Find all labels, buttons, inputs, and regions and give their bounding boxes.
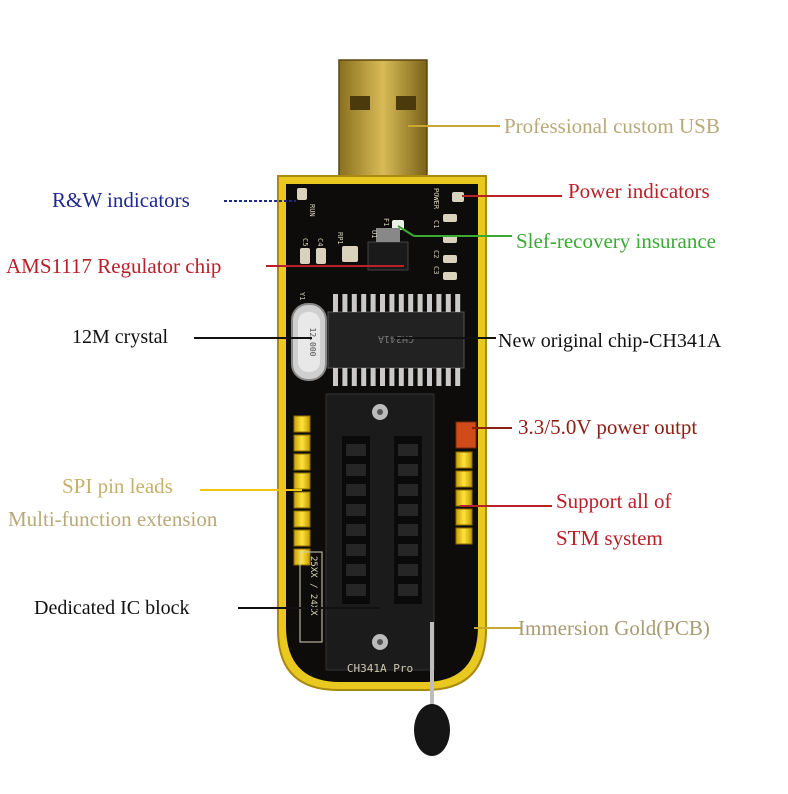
header-pin bbox=[293, 415, 311, 433]
chip-pin bbox=[417, 294, 423, 312]
chip-pin bbox=[398, 368, 404, 386]
socket-slot bbox=[346, 524, 366, 536]
socket-marking-text: 25XX / 24XX bbox=[308, 556, 318, 616]
socket-slot bbox=[346, 544, 366, 556]
socket-slot bbox=[398, 564, 418, 576]
socket-slot bbox=[398, 544, 418, 556]
silk-f1: F1 bbox=[382, 218, 390, 226]
label-gold: Immersion Gold(PCB) bbox=[518, 616, 710, 640]
label-stm-line2: STM system bbox=[556, 526, 663, 550]
header-pin bbox=[293, 472, 311, 490]
header-pin bbox=[293, 529, 311, 547]
socket-slot bbox=[398, 584, 418, 596]
header-pin bbox=[293, 453, 311, 471]
chip-pin bbox=[417, 368, 423, 386]
stm-header-pins bbox=[455, 451, 473, 545]
silk-c2: C2 bbox=[432, 250, 440, 258]
socket-slot bbox=[346, 484, 366, 496]
socket-slot bbox=[346, 444, 366, 456]
socket-slot bbox=[398, 464, 418, 476]
chip-pin bbox=[389, 368, 395, 386]
socket-slot bbox=[346, 504, 366, 516]
chip-pin bbox=[408, 294, 414, 312]
socket-slot bbox=[398, 504, 418, 516]
socket-slot bbox=[398, 524, 418, 536]
socket-slot bbox=[398, 444, 418, 456]
header-pin bbox=[293, 434, 311, 452]
header-pin bbox=[293, 548, 311, 566]
label-chip: New original chip-CH341A bbox=[498, 330, 722, 352]
label-stm-line1: Support all of bbox=[556, 489, 672, 513]
label-multi: Multi-function extension bbox=[8, 507, 218, 531]
chip-pin bbox=[427, 368, 432, 386]
chip-pin bbox=[351, 294, 357, 312]
chip-pin bbox=[370, 294, 376, 312]
chip-pin bbox=[342, 294, 348, 312]
label-crystal: 12M crystal bbox=[72, 326, 169, 348]
label-regulator: AMS1117 Regulator chip bbox=[6, 254, 222, 278]
label-recovery: Slef-recovery insurance bbox=[516, 229, 716, 253]
leader-recovery bbox=[397, 225, 415, 237]
socket-slots bbox=[346, 444, 418, 596]
label-spi: SPI pin leads bbox=[62, 474, 173, 498]
silk-power: POWER bbox=[432, 188, 440, 210]
chip-pin bbox=[455, 294, 461, 312]
silk-c4: C4 bbox=[316, 238, 324, 246]
header-pin bbox=[455, 527, 473, 545]
power-jumper bbox=[455, 421, 477, 449]
chip-pin bbox=[436, 368, 442, 386]
chip-pin bbox=[427, 294, 432, 312]
chip-pin bbox=[333, 368, 338, 386]
socket-lever bbox=[414, 622, 450, 756]
socket-slot bbox=[346, 564, 366, 576]
chip-pin bbox=[445, 368, 451, 386]
header-pin bbox=[455, 489, 473, 507]
chip-pin bbox=[380, 294, 385, 312]
chip-pin bbox=[333, 294, 338, 312]
silk-rp1: RP1 bbox=[336, 232, 344, 245]
ch341a-chip: CH341A bbox=[327, 311, 465, 369]
chip-pin bbox=[398, 294, 404, 312]
header-pin bbox=[293, 510, 311, 528]
chip-pin bbox=[380, 368, 385, 386]
silk-run: RUN bbox=[308, 204, 316, 217]
silk-c3: C3 bbox=[432, 266, 440, 274]
header-pin bbox=[455, 470, 473, 488]
board-model: CH341A Pro bbox=[347, 662, 413, 675]
silk-u1: U1 bbox=[370, 230, 378, 238]
socket-slot bbox=[346, 584, 366, 596]
label-rw: R&W indicators bbox=[52, 188, 190, 212]
chip-pin bbox=[361, 294, 367, 312]
silk-c5: C5 bbox=[301, 238, 309, 246]
socket-slot bbox=[346, 464, 366, 476]
chip-pin bbox=[342, 368, 348, 386]
crystal-marking: 12.000 bbox=[308, 328, 317, 357]
chip-pin bbox=[408, 368, 414, 386]
chip-pin bbox=[389, 294, 395, 312]
label-power-output: 3.3/5.0V power outpt bbox=[518, 415, 698, 439]
label-usb: Professional custom USB bbox=[504, 114, 720, 138]
socket-slot bbox=[398, 484, 418, 496]
socket-marking: 25XX / 24XX bbox=[299, 551, 323, 643]
label-power-indicators: Power indicators bbox=[568, 179, 710, 203]
header-pin bbox=[455, 508, 473, 526]
spi-header-pins bbox=[293, 415, 311, 566]
chip-pin bbox=[436, 294, 442, 312]
silk-y1: Y1 bbox=[298, 292, 306, 300]
chip-pin bbox=[361, 368, 367, 386]
crystal-12m: 12.000 bbox=[291, 303, 327, 381]
leader-lines bbox=[194, 125, 562, 629]
header-pin bbox=[455, 451, 473, 469]
chip-pin bbox=[455, 368, 461, 386]
chip-pin bbox=[351, 368, 357, 386]
header-pin bbox=[293, 491, 311, 509]
label-ic-block: Dedicated IC block bbox=[34, 597, 190, 619]
silkscreen: RUN POWER C5 C4 RP1 U1 F1 C1 C2 C3 Y1 bbox=[298, 188, 440, 300]
chip-pin bbox=[445, 294, 451, 312]
chip-pin bbox=[370, 368, 376, 386]
chip-pins bbox=[333, 294, 461, 386]
silk-c1: C1 bbox=[432, 220, 440, 228]
